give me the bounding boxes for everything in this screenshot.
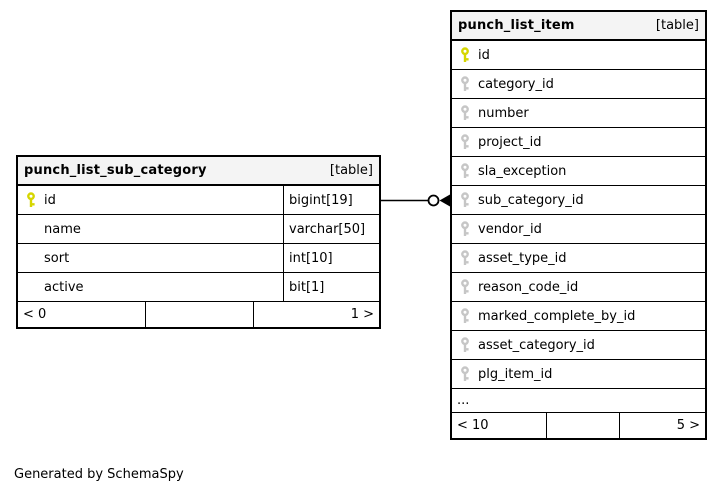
primary-key-icon (460, 47, 470, 63)
table-node-punch-list-sub-category[interactable]: punch_list_sub_category [table] id bigin… (16, 155, 381, 329)
outgoing-count: 5 > (676, 418, 700, 433)
column-name: active (44, 279, 84, 295)
column-name-cell: asset_type_id (452, 244, 705, 272)
foreign-key-icon (460, 221, 470, 237)
table-title: punch_list_item (458, 18, 575, 33)
column-name: vendor_id (478, 221, 542, 237)
column-name: sla_exception (478, 163, 567, 179)
foreign-key-icon (460, 105, 470, 121)
column-type: int[10] (283, 244, 379, 272)
column-row: plg_item_id (452, 360, 705, 389)
zero-or-one-circle (427, 194, 440, 207)
column-name: reason_code_id (478, 279, 579, 295)
column-name-cell: sub_category_id (452, 186, 705, 214)
column-name: marked_complete_by_id (478, 308, 636, 324)
outgoing-count: 1 > (350, 307, 374, 322)
table-header[interactable]: punch_list_item [table] (452, 12, 705, 41)
incoming-count: < 0 (18, 302, 146, 327)
relationship-count-bar: < 10 5 > (452, 413, 705, 438)
foreign-key-icon (460, 308, 470, 324)
column-type: bit[1] (283, 273, 379, 301)
column-row: project_id (452, 128, 705, 157)
column-row: vendor_id (452, 215, 705, 244)
relationship-line (381, 194, 450, 207)
column-name-cell: id (18, 186, 283, 214)
table-type-tag: [table] (329, 163, 373, 178)
column-row: id (452, 41, 705, 70)
more-columns-ellipsis: ... (452, 389, 705, 413)
pager-middle-cell (547, 413, 620, 438)
column-name: number (478, 105, 529, 121)
column-row: number (452, 99, 705, 128)
column-name: sub_category_id (478, 192, 584, 208)
column-name-cell: marked_complete_by_id (452, 302, 705, 330)
column-name: plg_item_id (478, 366, 553, 382)
relationship-count-bar: < 0 1 > (18, 302, 379, 327)
column-row: asset_type_id (452, 244, 705, 273)
column-name: asset_category_id (478, 337, 595, 353)
column-row: sort int[10] (18, 244, 379, 273)
arrowhead (439, 194, 450, 207)
column-name: id (478, 47, 490, 63)
foreign-key-icon (460, 163, 470, 179)
pager-middle-cell (146, 302, 254, 327)
foreign-key-icon (460, 250, 470, 266)
column-name-cell: name (18, 215, 283, 243)
foreign-key-icon (460, 366, 470, 382)
no-key-spacer (26, 279, 36, 295)
no-key-spacer (26, 221, 36, 237)
column-row: name varchar[50] (18, 215, 379, 244)
table-title: punch_list_sub_category (24, 163, 207, 178)
generated-by-note: Generated by SchemaSpy (14, 467, 184, 482)
column-type: varchar[50] (283, 215, 379, 243)
column-row: sla_exception (452, 157, 705, 186)
primary-key-icon (26, 192, 36, 208)
column-name: project_id (478, 134, 542, 150)
column-name-cell: sort (18, 244, 283, 272)
foreign-key-icon (460, 337, 470, 353)
incoming-count: < 10 (452, 413, 547, 438)
no-key-spacer (26, 250, 36, 266)
table-node-punch-list-item[interactable]: punch_list_item [table] id category_id (450, 10, 707, 440)
column-name-cell: plg_item_id (452, 360, 705, 388)
foreign-key-icon (460, 192, 470, 208)
column-row: reason_code_id (452, 273, 705, 302)
column-name-cell: sla_exception (452, 157, 705, 185)
column-row: id bigint[19] (18, 186, 379, 215)
column-name-cell: id (452, 41, 705, 69)
table-header[interactable]: punch_list_sub_category [table] (18, 157, 379, 186)
foreign-key-icon (460, 134, 470, 150)
column-row: category_id (452, 70, 705, 99)
foreign-key-icon (460, 76, 470, 92)
column-name: name (44, 221, 81, 237)
column-name-cell: number (452, 99, 705, 127)
column-name-cell: reason_code_id (452, 273, 705, 301)
column-name: id (44, 192, 56, 208)
column-name: sort (44, 250, 70, 266)
column-name-cell: active (18, 273, 283, 301)
column-row: asset_category_id (452, 331, 705, 360)
column-name-cell: vendor_id (452, 215, 705, 243)
table-type-tag: [table] (655, 18, 699, 33)
column-name-cell: project_id (452, 128, 705, 156)
column-name-cell: asset_category_id (452, 331, 705, 359)
column-row-sub-category-id: sub_category_id (452, 186, 705, 215)
column-row: active bit[1] (18, 273, 379, 302)
foreign-key-icon (460, 279, 470, 295)
column-row: marked_complete_by_id (452, 302, 705, 331)
column-name: asset_type_id (478, 250, 567, 266)
column-type: bigint[19] (283, 186, 379, 214)
column-name-cell: category_id (452, 70, 705, 98)
column-name: category_id (478, 76, 554, 92)
